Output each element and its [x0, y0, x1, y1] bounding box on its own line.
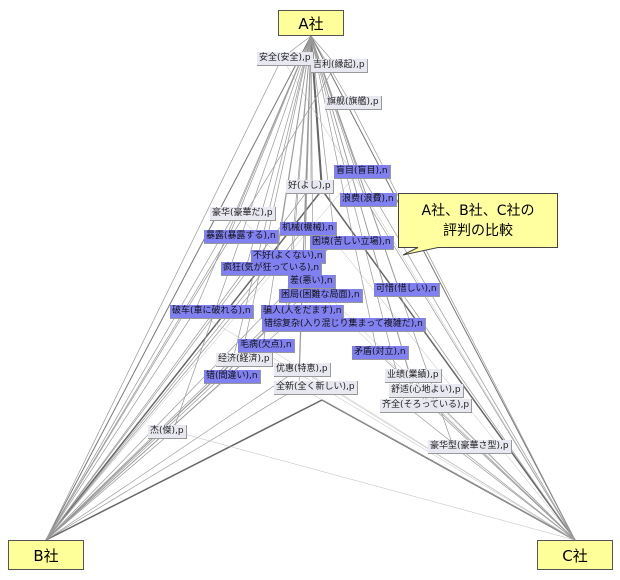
edge — [404, 404, 576, 541]
term-node[interactable]: 吉利(縁起),p — [311, 59, 368, 73]
term-node[interactable]: 舒适(心地よい),p — [389, 384, 464, 398]
term-node[interactable]: 浪费(浪費),n — [340, 193, 397, 207]
edge — [45, 386, 300, 541]
term-node[interactable]: 毛病(欠点),n — [238, 339, 295, 353]
edge — [45, 375, 230, 541]
term-node[interactable]: 盲目(盲目),n — [334, 165, 391, 179]
edge — [45, 430, 174, 541]
term-node[interactable]: 破车(車に破れる),n — [170, 305, 254, 319]
edge — [452, 445, 576, 541]
callout-line-2: 評判の比較 — [443, 222, 513, 239]
term-node[interactable]: 豪华(豪華だ),p — [210, 207, 276, 221]
term-node[interactable]: 业绩(業績),p — [385, 369, 442, 383]
edge — [358, 170, 576, 541]
term-node[interactable]: 差(悪い),n — [288, 275, 336, 289]
term-node[interactable]: 经济(経済),p — [216, 353, 273, 367]
term-node[interactable]: 错(間違い),n — [204, 370, 261, 384]
edge — [45, 227, 306, 541]
term-node[interactable]: 机械(機械),n — [280, 222, 337, 236]
edge — [45, 212, 236, 541]
edge — [45, 189, 323, 541]
edge — [45, 399, 323, 541]
edge — [45, 57, 283, 541]
company-a-node[interactable]: A社 — [278, 10, 344, 36]
term-node[interactable]: 安全(安全),p — [257, 52, 314, 66]
term-node[interactable]: 旗舰(旗艦),p — [325, 96, 382, 110]
term-node[interactable]: 矛盾(対立),n — [352, 346, 409, 360]
edge — [45, 185, 312, 541]
term-node[interactable]: 骗人(人をだます),n — [261, 305, 345, 319]
term-node[interactable]: 疯狂(気が狂っている),n — [221, 262, 323, 276]
title-callout: A社、B社、C社の 評判の比較 — [398, 193, 558, 256]
term-node[interactable]: 全新(全く新しい),p — [274, 381, 358, 395]
edge — [413, 389, 576, 541]
edge — [45, 235, 230, 541]
term-node[interactable]: 困局(困難な局面),n — [279, 289, 363, 303]
edge — [310, 35, 576, 541]
edge — [281, 57, 576, 541]
edge — [398, 288, 576, 541]
edge — [45, 310, 196, 541]
edge — [45, 255, 277, 541]
edge — [298, 368, 576, 541]
company-b-node[interactable]: B社 — [8, 540, 84, 570]
edge — [298, 386, 576, 541]
edge — [245, 35, 312, 269]
edge — [45, 368, 300, 541]
term-node[interactable]: 错综复杂(入り混じり集まって複雑だ),n — [262, 318, 426, 332]
term-node[interactable]: 好(よし),p — [286, 180, 334, 194]
callout-bubble — [398, 193, 558, 256]
callout-line-1: A社、B社、C社の — [421, 202, 535, 219]
term-node[interactable]: 齐全(そろっている),p — [380, 399, 473, 413]
term-node[interactable]: 困境(苦しい立場),n — [310, 236, 394, 250]
edge — [228, 35, 312, 377]
term-node[interactable]: 优惠(特恵),p — [274, 363, 331, 377]
edge — [172, 430, 576, 541]
edge — [364, 198, 576, 541]
edge — [45, 35, 312, 541]
company-c-node[interactable]: C社 — [537, 540, 613, 570]
edge — [228, 35, 312, 237]
term-node[interactable]: 豪华型(豪華さ型),p — [428, 440, 512, 454]
edge — [45, 358, 242, 541]
term-node[interactable]: 可惜(惜しい),n — [374, 283, 440, 297]
term-node[interactable]: 暴露(暴露する),n — [204, 230, 279, 244]
edge — [194, 35, 312, 312]
term-node[interactable]: 杰(傑),p — [148, 425, 187, 439]
